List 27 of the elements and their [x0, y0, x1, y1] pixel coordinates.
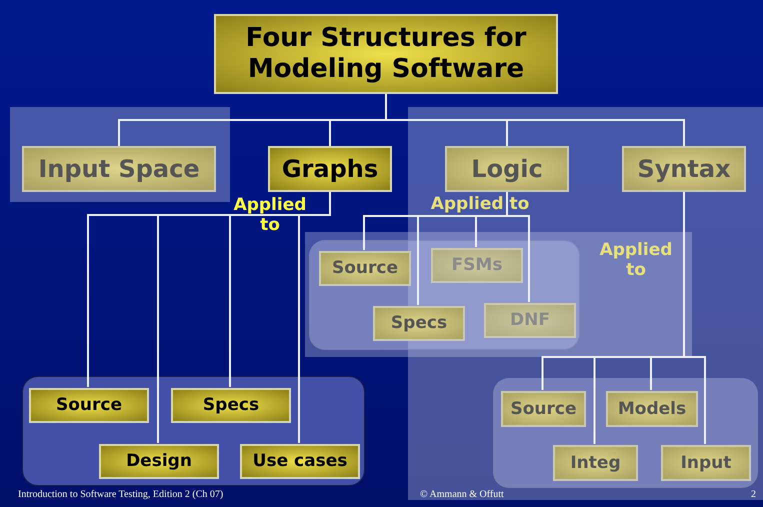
connector-line: [298, 192, 331, 443]
group-panel: [22, 376, 365, 486]
concept-box: Graphs: [268, 146, 392, 192]
concept-box: Source: [501, 391, 586, 427]
concept-box: DNF: [484, 303, 576, 338]
concept-box: FSMs: [431, 248, 523, 283]
footer-text: 2: [750, 489, 756, 500]
annotation-text: Applied to: [598, 240, 674, 281]
concept-box: Logic: [445, 146, 569, 192]
concept-box: Syntax: [622, 146, 746, 192]
concept-box: Specs: [171, 388, 291, 423]
concept-box: Input Space: [22, 146, 216, 192]
title-box: Four Structures for Modeling Software: [214, 14, 558, 94]
group-panel: [309, 240, 580, 350]
group-panel: [493, 378, 758, 488]
concept-box: Use cases: [240, 444, 360, 479]
concept-box: Integ: [553, 445, 638, 481]
annotation-text: Applied to: [232, 195, 308, 236]
footer-text: © Ammann & Offutt: [420, 489, 505, 500]
concept-box: Source: [29, 388, 149, 423]
concept-box: Source: [319, 251, 411, 286]
annotation-text: Applied to: [430, 194, 530, 214]
concept-box: Design: [99, 444, 219, 479]
footer-text: Introduction to Software Testing, Edition 2 (Ch 07): [18, 489, 224, 500]
concept-box: Specs: [373, 306, 465, 341]
concept-box: Models: [606, 391, 698, 427]
concept-box: Input: [661, 445, 751, 481]
